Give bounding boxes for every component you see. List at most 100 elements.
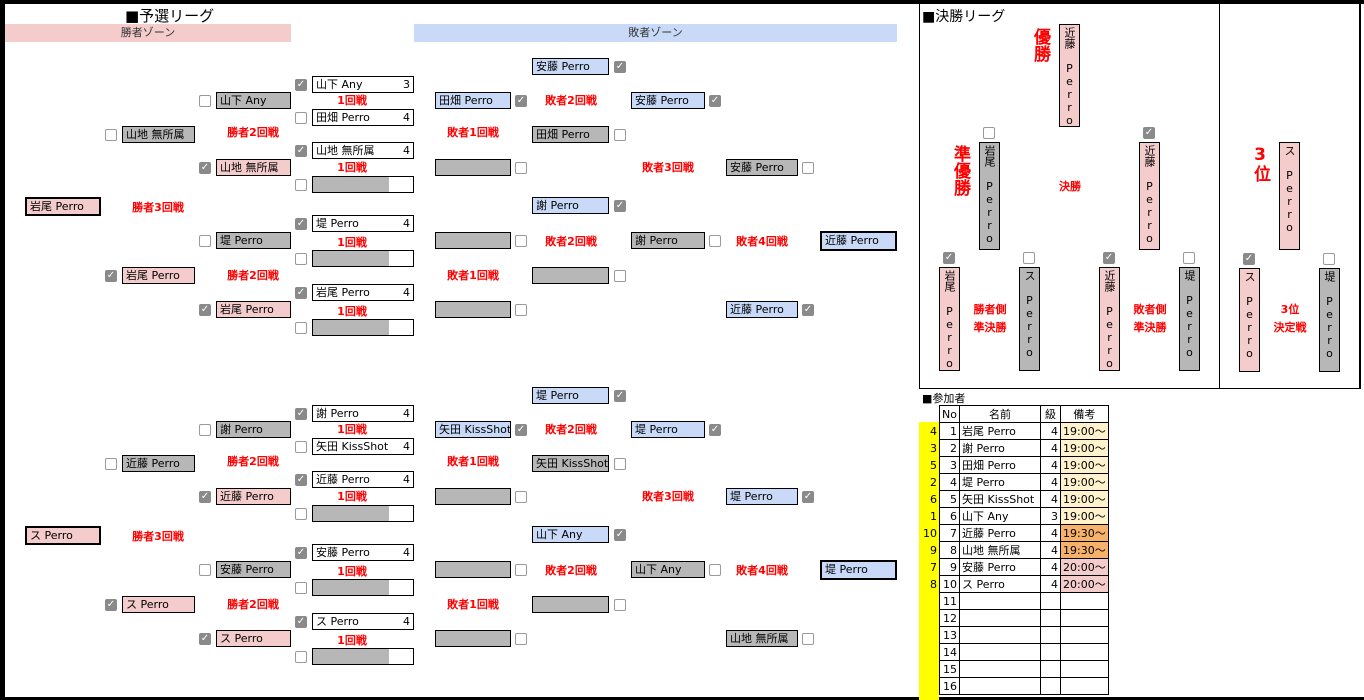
loser-round2-entry[interactable]: 堤 Perro [532,387,609,404]
participant-class[interactable] [1040,609,1061,627]
winner-zone-qualifier[interactable]: ス Perro [25,526,101,545]
participant-name[interactable]: 矢田 KissShot [959,490,1041,508]
participant-class[interactable]: 4 [1040,439,1061,457]
participant-class[interactable] [1040,643,1061,661]
participant-name[interactable]: 岩尾 Perro [959,422,1041,440]
round1-entry[interactable] [312,176,390,193]
match-checkbox[interactable]: ✓ [709,424,721,436]
match-checkbox[interactable]: ✓ [295,79,307,91]
participant-class[interactable]: 4 [1040,524,1061,542]
match-checkbox[interactable] [614,458,626,470]
loser-round4-entry[interactable]: 安藤 Perro [726,159,798,176]
winner-round3-entry[interactable]: 山地 無所属 [122,126,195,143]
participant-class[interactable]: 3 [1040,507,1061,525]
participant-name[interactable]: ス Perro [959,575,1041,593]
match-checkbox[interactable] [1183,252,1195,264]
match-checkbox[interactable]: ✓ [1243,253,1255,265]
match-checkbox[interactable]: ✓ [614,200,626,212]
participant-name[interactable] [959,677,1041,695]
winner-round2-entry[interactable]: 堤 Perro [216,232,291,249]
participant-note[interactable] [1060,592,1109,610]
match-checkbox[interactable] [105,458,117,470]
match-checkbox[interactable]: ✓ [614,529,626,541]
match-checkbox[interactable] [515,564,527,576]
match-checkbox[interactable] [295,179,307,191]
round1-entry[interactable] [312,648,390,665]
round1-entry[interactable]: 矢田 KissShot [312,438,390,455]
match-checkbox[interactable] [515,162,527,174]
semifinal-entry[interactable]: 堤 Perro [1179,267,1200,371]
participant-name[interactable] [959,609,1041,627]
participant-note[interactable]: 19:00～ [1060,439,1109,457]
participant-class[interactable]: 4 [1040,456,1061,474]
match-checkbox[interactable] [295,253,307,265]
participant-note[interactable] [1060,677,1109,695]
match-checkbox[interactable] [515,304,527,316]
match-checkbox[interactable]: ✓ [105,599,117,611]
match-checkbox[interactable] [295,582,307,594]
participant-note[interactable] [1060,660,1109,678]
round1-entry[interactable] [312,250,390,267]
finalist-entry[interactable]: 岩尾 Perro [979,142,1000,250]
round1-entry[interactable]: 山地 無所属 [312,142,390,159]
loser-round1-entry[interactable] [435,561,511,578]
match-checkbox[interactable] [1023,252,1035,264]
match-checkbox[interactable] [295,112,307,124]
round1-entry[interactable]: 近藤 Perro [312,471,390,488]
winner-round2-entry[interactable]: ス Perro [216,630,291,647]
loser-round3-entry[interactable]: 謝 Perro [631,232,705,249]
winner-round3-entry[interactable]: 岩尾 Perro [122,267,195,284]
participant-no[interactable]: 12 [939,609,960,627]
match-checkbox[interactable] [105,129,117,141]
participant-note[interactable]: 20:00～ [1060,558,1109,576]
loser-zone-qualifier[interactable]: 近藤 Perro [820,231,897,251]
loser-zone-qualifier[interactable]: 堤 Perro [820,560,897,580]
round1-entry[interactable]: 岩尾 Perro [312,284,390,301]
finalist-entry[interactable]: 近藤 Perro [1139,142,1160,250]
round1-entry[interactable]: 安藤 Perro [312,544,390,561]
match-checkbox[interactable]: ✓ [295,474,307,486]
participant-no[interactable]: 7 [939,524,960,542]
match-checkbox[interactable] [614,270,626,282]
winner-round3-entry[interactable]: 近藤 Perro [122,455,195,472]
participant-no[interactable]: 4 [939,473,960,491]
match-checkbox[interactable]: ✓ [943,252,955,264]
participant-note[interactable]: 19:00～ [1060,507,1109,525]
loser-round1-entry[interactable] [435,159,511,176]
match-checkbox[interactable]: ✓ [295,145,307,157]
match-checkbox[interactable] [199,95,211,107]
round1-entry[interactable]: 謝 Perro [312,405,390,422]
loser-round3-entry[interactable]: 山下 Any [631,561,705,578]
participant-no[interactable]: 2 [939,439,960,457]
match-checkbox[interactable] [709,235,721,247]
participant-name[interactable] [959,592,1041,610]
participant-note[interactable]: 19:00～ [1060,456,1109,474]
participant-no[interactable]: 3 [939,456,960,474]
participant-note[interactable]: 19:30～ [1060,524,1109,542]
participant-class[interactable]: 4 [1040,490,1061,508]
match-checkbox[interactable] [802,633,814,645]
match-checkbox[interactable] [295,322,307,334]
loser-round3-entry[interactable]: 堤 Perro [631,421,705,438]
match-checkbox[interactable] [295,441,307,453]
participant-note[interactable]: 19:30～ [1060,541,1109,559]
match-checkbox[interactable] [515,235,527,247]
participant-class[interactable] [1040,592,1061,610]
match-checkbox[interactable] [199,235,211,247]
participant-no[interactable]: 14 [939,643,960,661]
match-checkbox[interactable] [515,633,527,645]
participant-no[interactable]: 15 [939,660,960,678]
participant-class[interactable] [1040,660,1061,678]
participant-class[interactable]: 4 [1040,422,1061,440]
match-checkbox[interactable] [983,127,995,139]
semifinal-entry[interactable]: 近藤 Perro [1099,267,1120,371]
round1-entry[interactable]: ス Perro [312,613,390,630]
participant-name[interactable] [959,660,1041,678]
participant-name[interactable] [959,626,1041,644]
participant-class[interactable] [1040,677,1061,695]
participant-class[interactable]: 4 [1040,575,1061,593]
match-checkbox[interactable]: ✓ [105,270,117,282]
round1-entry[interactable] [312,319,390,336]
participant-no[interactable]: 5 [939,490,960,508]
loser-round1-entry[interactable] [435,630,511,647]
